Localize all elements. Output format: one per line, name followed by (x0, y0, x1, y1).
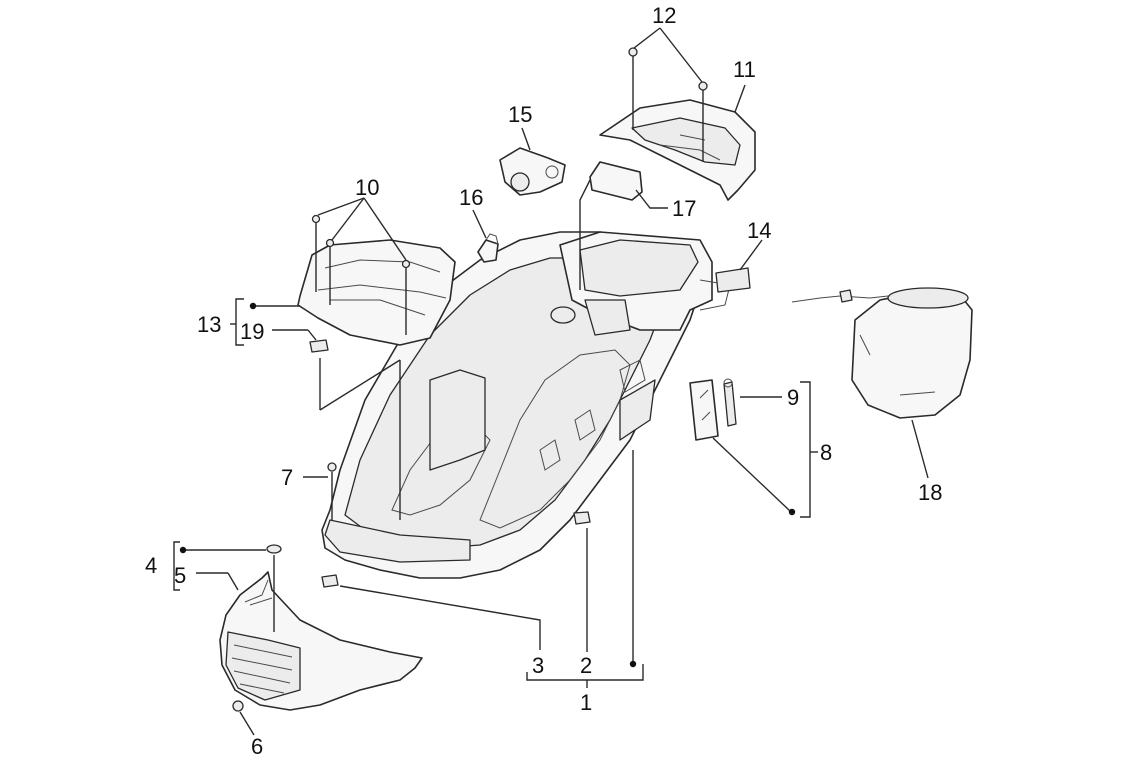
helmet-compartment (321, 231, 731, 579)
power-socket (499, 147, 566, 196)
callout-8: 8 (820, 440, 832, 465)
front-cover (219, 571, 423, 711)
callout-14: 14 (747, 218, 771, 243)
callout-9: 9 (787, 385, 799, 410)
callout-5: 5 (174, 563, 186, 588)
callout-2: 2 (580, 653, 592, 678)
leader-lines (173, 27, 929, 736)
rear-cover (599, 99, 756, 201)
callout-6: 6 (251, 734, 263, 759)
seat-lid (297, 239, 456, 346)
flap-cover (589, 161, 643, 201)
callout-17: 17 (672, 196, 696, 221)
callout-16: 16 (459, 185, 483, 210)
callout-4: 4 (145, 553, 157, 578)
callout-1: 1 (580, 690, 592, 715)
fastener-16 (477, 233, 499, 263)
document-holder (689, 378, 737, 441)
endpoint-dots (179, 302, 796, 668)
small-hardware (232, 47, 708, 712)
label-14 (715, 267, 751, 293)
callout-11: 11 (733, 57, 756, 82)
callout-15: 15 (508, 102, 532, 127)
callout-12: 12 (652, 3, 676, 28)
bag-18 (791, 287, 973, 419)
callout-10: 10 (355, 175, 379, 200)
callout-19: 19 (240, 319, 264, 344)
callout-13: 13 (197, 312, 221, 337)
callout-labels: 12 11 15 16 17 14 10 13 19 7 4 5 6 3 2 1… (145, 3, 942, 759)
callout-7: 7 (281, 465, 293, 490)
callout-18: 18 (918, 480, 942, 505)
callout-3: 3 (532, 653, 544, 678)
